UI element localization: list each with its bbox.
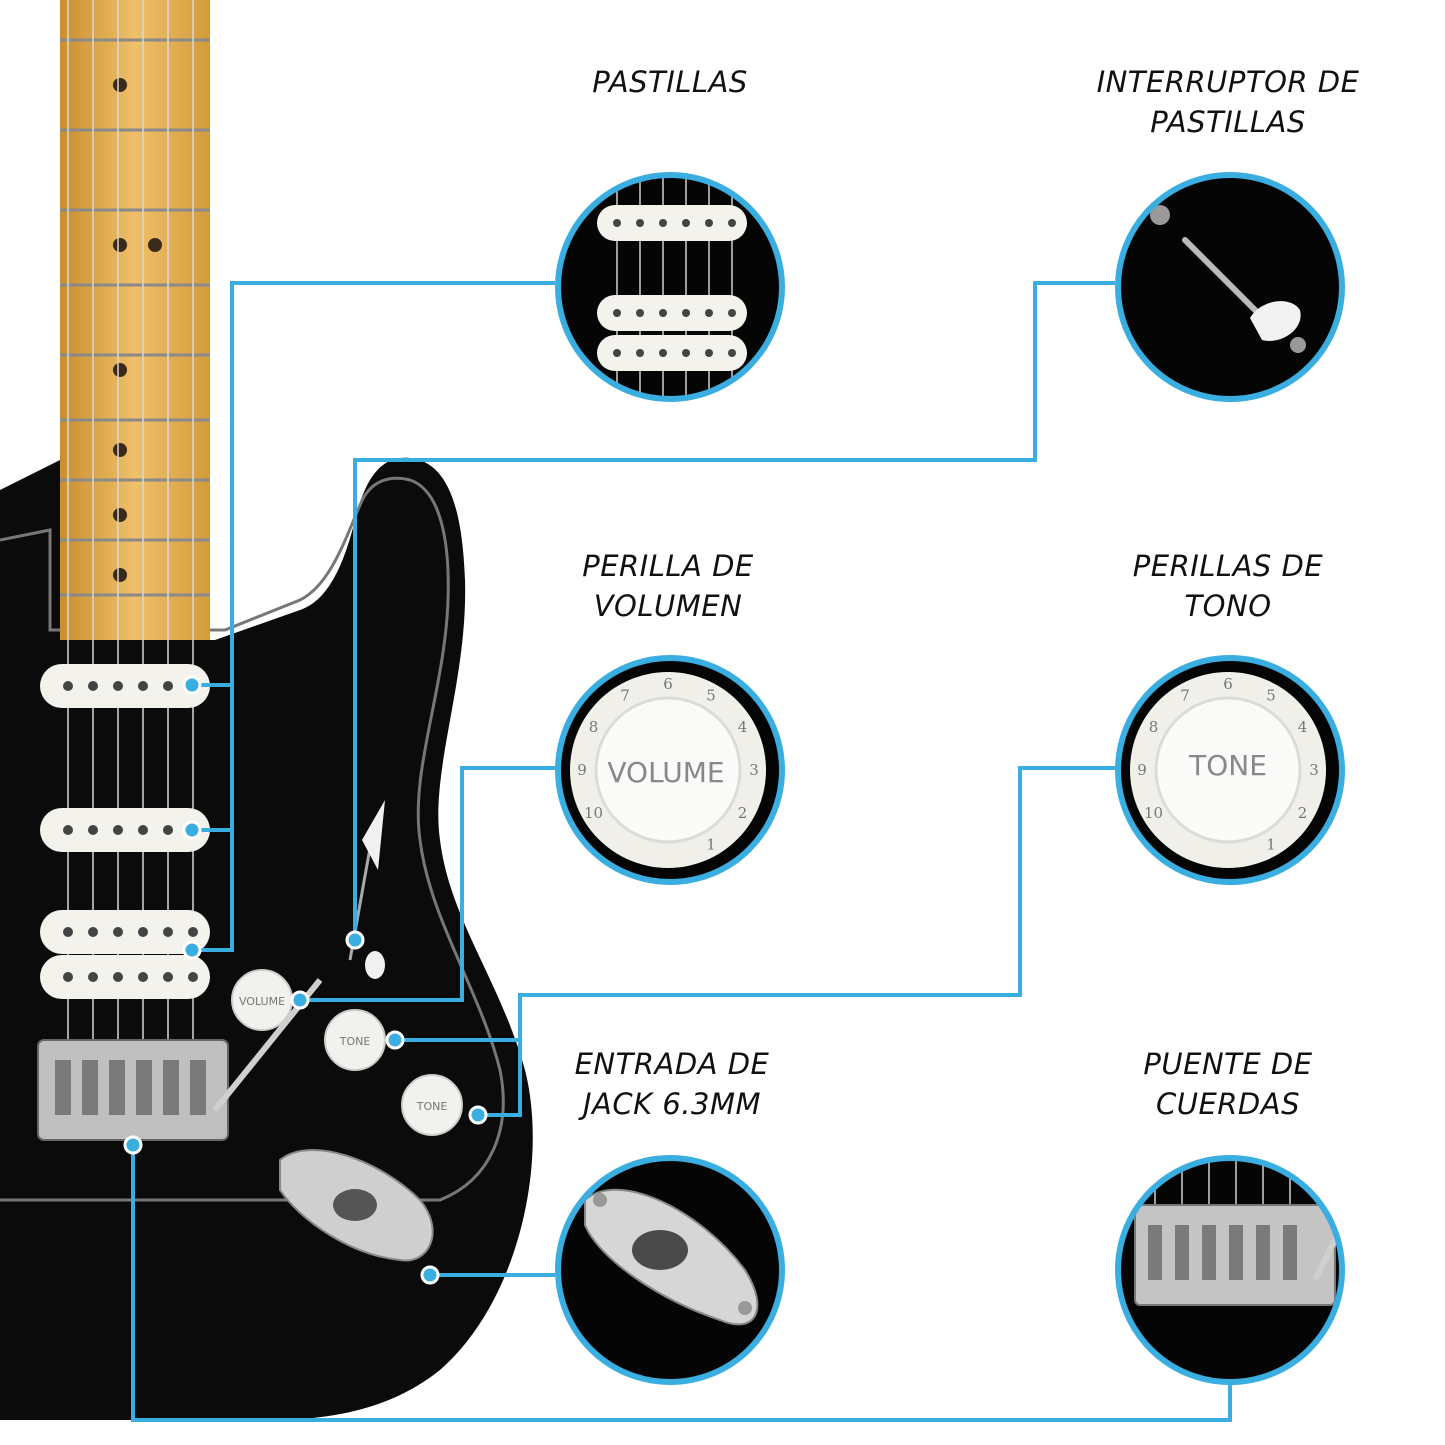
knob-number: 3: [1309, 761, 1319, 779]
label-line: PERILLAS DE: [1132, 549, 1324, 583]
knob-number: 9: [577, 761, 587, 779]
svg-text:VOLUME: VOLUME: [239, 995, 285, 1008]
label-line: PERILLA DE: [582, 549, 754, 583]
frets: [60, 38, 210, 597]
label-pickups: PASTILLAS: [510, 62, 830, 102]
bridge-humbucker: [40, 910, 210, 999]
label-line: JACK 6.3MM: [582, 1087, 762, 1121]
detail-jack: [558, 1158, 782, 1382]
knob-number: 7: [1180, 687, 1190, 705]
knob-number: 10: [1144, 804, 1163, 822]
knob-number: 2: [1298, 804, 1308, 822]
label-line: INTERRUPTOR DE: [1096, 65, 1360, 99]
knob-number: 6: [663, 675, 673, 693]
tone-knob-label: TONE: [1188, 749, 1267, 782]
fret-markers: [113, 78, 162, 582]
label-jack-input: ENTRADA DE JACK 6.3MM: [512, 1044, 832, 1124]
detail-bridge: [1118, 1158, 1342, 1382]
jack-plate: [279, 1149, 434, 1262]
knob-number: 10: [584, 804, 603, 822]
tremolo-bridge: [37, 1039, 229, 1141]
knob-number: 6: [1223, 675, 1233, 693]
knob-number: 8: [589, 718, 599, 736]
middle-pickup: [40, 808, 210, 852]
callout-dots: [123, 675, 488, 1285]
knob-number: 3: [749, 761, 759, 779]
knob-number: 7: [620, 687, 630, 705]
label-line: TONO: [1184, 589, 1272, 623]
knob-number: 8: [1149, 718, 1159, 736]
label-bridge: PUENTE DE CUERDAS: [1068, 1044, 1388, 1124]
knob-number: 4: [1298, 718, 1308, 736]
label-line: PUENTE DE: [1143, 1047, 1313, 1081]
volume-knob-small: VOLUME: [231, 969, 293, 1031]
svg-text:TONE: TONE: [416, 1100, 448, 1113]
detail-tone-knob: TONE 1 2 3 4 5 6 7 8 9 10: [1118, 658, 1342, 882]
label-pickup-switch: INTERRUPTOR DE PASTILLAS: [1068, 62, 1388, 142]
knob-number: 9: [1137, 761, 1147, 779]
detail-volume-knob: VOLUME 1 2 3 4 5 6 7 8 9 10: [558, 658, 782, 882]
label-volume-knob: PERILLA DE VOLUMEN: [508, 546, 828, 626]
pickguard-outline: [0, 476, 505, 1202]
volume-knob-label: VOLUME: [607, 756, 724, 789]
knob-number: 4: [738, 718, 748, 736]
detail-pickups: [558, 175, 782, 399]
label-tone-knobs: PERILLAS DE TONO: [1068, 546, 1388, 626]
knob-number: 1: [1266, 836, 1276, 854]
label-line: VOLUMEN: [593, 589, 743, 623]
knob-number: 5: [1266, 687, 1276, 705]
maple-neck: [60, 0, 210, 640]
tone-knob-small-2: TONE: [401, 1074, 463, 1136]
label-line: PASTILLAS: [592, 65, 748, 99]
label-line: ENTRADA DE: [574, 1047, 770, 1081]
tone-knob-small-1: TONE: [324, 1009, 386, 1071]
detail-switch: [1118, 175, 1342, 399]
pickup-selector-switch: [348, 800, 385, 979]
svg-text:TONE: TONE: [339, 1035, 371, 1048]
callout-lines: [131, 281, 1232, 1422]
knob-number: 5: [706, 687, 716, 705]
knob-number: 1: [706, 836, 716, 854]
label-line: CUERDAS: [1155, 1087, 1301, 1121]
label-line: PASTILLAS: [1150, 105, 1306, 139]
knob-number: 2: [738, 804, 748, 822]
